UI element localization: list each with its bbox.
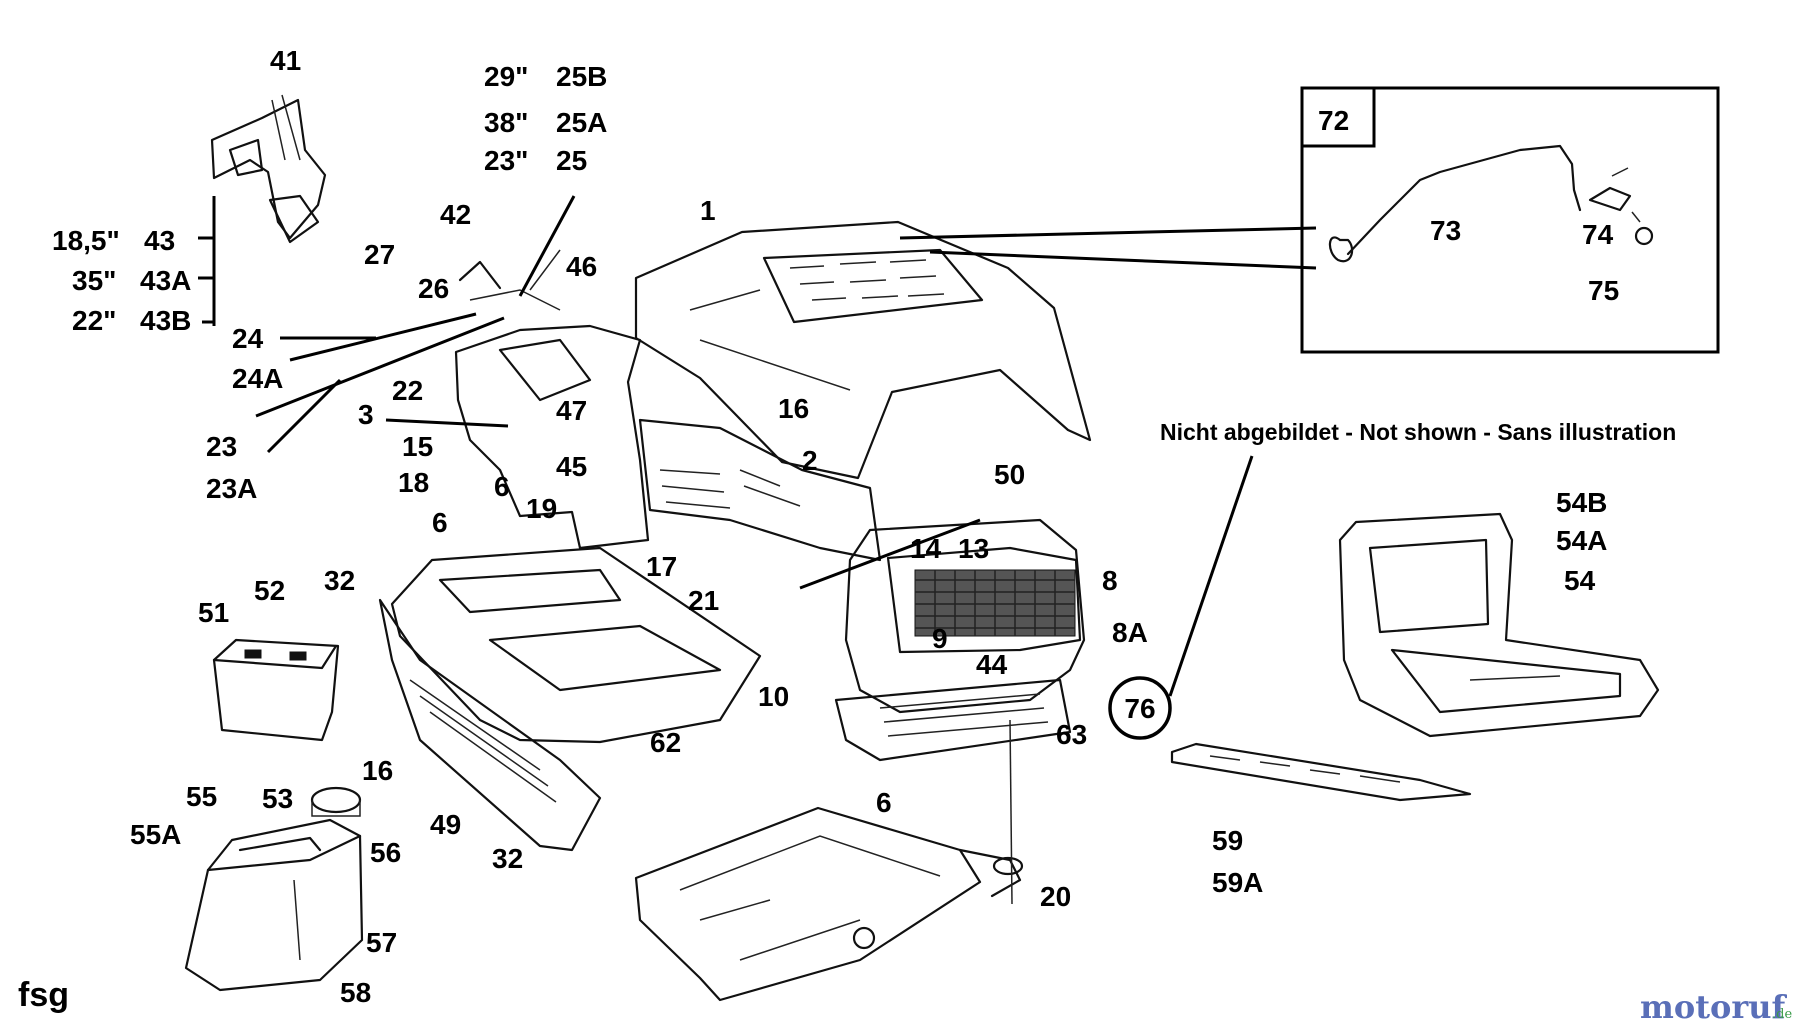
callout-22: 22	[392, 375, 423, 406]
callout-76: 76	[1124, 693, 1155, 724]
size-38: 38"	[484, 107, 528, 138]
callout-45: 45	[556, 451, 587, 482]
callout-24: 24	[232, 323, 264, 354]
callout-43a: 43A	[140, 265, 191, 296]
callout-54a: 54A	[1556, 525, 1607, 556]
callout-50: 50	[994, 459, 1025, 490]
callout-46: 46	[566, 251, 597, 282]
callout-25: 25	[556, 145, 587, 176]
callout-59a: 59A	[1212, 867, 1263, 898]
size-35: 35"	[72, 265, 116, 296]
callout-19: 19	[526, 493, 557, 524]
size-23: 23"	[484, 145, 528, 176]
callout-74: 74	[1582, 219, 1614, 250]
callout-52: 52	[254, 575, 285, 606]
callout-73: 73	[1430, 215, 1461, 246]
size-22: 22"	[72, 305, 116, 336]
callout-3: 3	[358, 399, 374, 430]
callouts: 41 29" 25B 38" 25A 23" 25 42 46 27 26 18…	[18, 45, 1676, 1014]
dash-panel-drawing	[454, 249, 650, 550]
callout-25b: 25B	[556, 61, 607, 92]
fuel-tank-drawing	[184, 786, 364, 992]
callout-59: 59	[1212, 825, 1243, 856]
callout-14: 14	[910, 533, 942, 564]
callout-43b: 43B	[140, 305, 191, 336]
frame-drawing	[634, 719, 1024, 1002]
callout-54b: 54B	[1556, 487, 1607, 518]
hood-drawing	[634, 220, 1092, 480]
footrest-drawing	[378, 546, 762, 852]
callout-75: 75	[1588, 275, 1619, 306]
callout-49: 49	[430, 809, 461, 840]
callout-23a: 23A	[206, 473, 257, 504]
callout-26: 26	[418, 273, 449, 304]
detail-box-72	[1300, 86, 1720, 354]
callout-25a: 25A	[556, 107, 607, 138]
leader-lines	[255, 195, 1317, 697]
callout-42: 42	[440, 199, 471, 230]
size-18-5: 18,5"	[52, 225, 120, 256]
callout-47: 47	[556, 395, 587, 426]
callout-62: 62	[650, 727, 681, 758]
callout-6-mid: 6	[494, 471, 510, 502]
callout-21: 21	[688, 585, 719, 616]
callout-2: 2	[802, 445, 818, 476]
callout-58: 58	[340, 977, 371, 1008]
not-shown-note: Nicht abgebildet - Not shown - Sans illu…	[1160, 419, 1676, 445]
callout-27: 27	[364, 239, 395, 270]
callout-8a: 8A	[1112, 617, 1148, 648]
size-29: 29"	[484, 61, 528, 92]
grille-drawing	[834, 518, 1086, 762]
callout-17: 17	[646, 551, 677, 582]
callout-41: 41	[270, 45, 301, 76]
callout-56: 56	[370, 837, 401, 868]
callout-18: 18	[398, 467, 429, 498]
footplate-drawing	[1170, 742, 1472, 802]
callout-8: 8	[1102, 565, 1118, 596]
callout-6-left: 6	[432, 507, 448, 538]
watermark: motoruf .de	[1640, 988, 1792, 1026]
callout-10: 10	[758, 681, 789, 712]
callout-24a: 24A	[232, 363, 283, 394]
callout-72: 72	[1318, 105, 1349, 136]
side-panel-drawing	[638, 418, 882, 562]
corner-code: fsg	[18, 976, 69, 1014]
callout-32-top: 32	[324, 565, 355, 596]
bracket-41-drawing	[210, 94, 327, 244]
leader-43-group	[198, 196, 216, 326]
watermark-text: motoruf	[1640, 988, 1787, 1026]
seat-drawing	[1338, 512, 1660, 738]
battery-drawing	[212, 638, 340, 742]
callout-43: 43	[144, 225, 175, 256]
callout-32-bottom: 32	[492, 843, 523, 874]
callout-51: 51	[198, 597, 229, 628]
callout-9: 9	[932, 623, 948, 654]
callout-16-bottom: 16	[362, 755, 393, 786]
callout-15: 15	[402, 431, 433, 462]
callout-16-top: 16	[778, 393, 809, 424]
callout-20: 20	[1040, 881, 1071, 912]
callout-55: 55	[186, 781, 217, 812]
callout-57: 57	[366, 927, 397, 958]
callout-63: 63	[1056, 719, 1087, 750]
callout-54: 54	[1564, 565, 1596, 596]
watermark-suffix: .de	[1772, 1007, 1792, 1022]
callout-1: 1	[700, 195, 716, 226]
callout-6-right: 6	[876, 787, 892, 818]
callout-44: 44	[976, 649, 1008, 680]
callout-13: 13	[958, 533, 989, 564]
callout-55a: 55A	[130, 819, 181, 850]
callout-23: 23	[206, 431, 237, 462]
callout-53: 53	[262, 783, 293, 814]
